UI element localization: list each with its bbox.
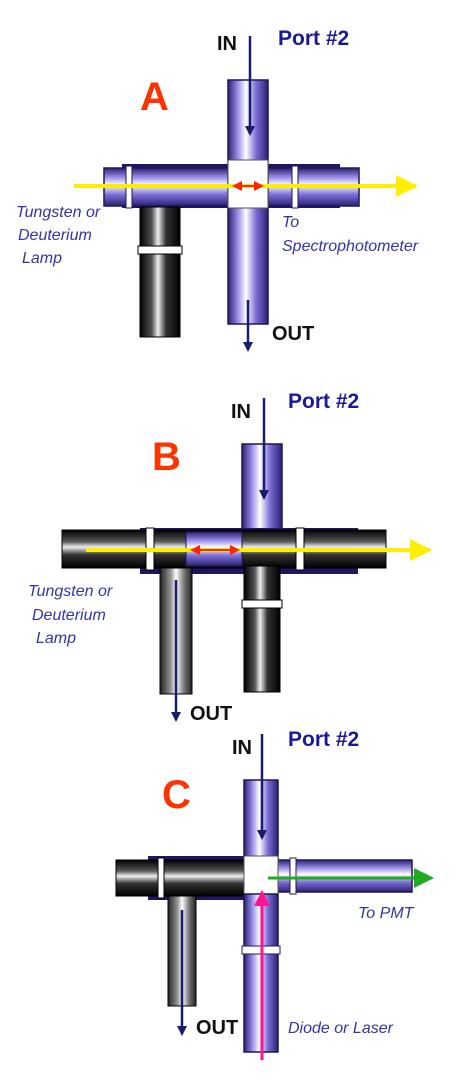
panel-a-source-line3: Lamp bbox=[22, 250, 62, 267]
panel-c-tube-ring bbox=[157, 857, 165, 899]
panel-b-letter: B bbox=[152, 435, 181, 479]
panel-a-letter: A bbox=[140, 75, 169, 119]
panel-b-port-label: Port #2 bbox=[288, 390, 359, 413]
panel-b-black-leg bbox=[243, 565, 281, 693]
panel-a-lamp-leg bbox=[139, 206, 181, 338]
panel-a: A Port #2 IN OUT Tungsten or Deuterium L… bbox=[16, 27, 419, 352]
panel-c-tube-ring bbox=[289, 857, 297, 895]
panel-b-in-label: IN bbox=[231, 401, 251, 423]
panel-c-port-label: Port #2 bbox=[288, 728, 359, 751]
panel-c-out-label: OUT bbox=[196, 1017, 238, 1039]
panel-c: C Port #2 IN OUT To PMT Diode or Laser bbox=[115, 728, 434, 1060]
panel-a-source-line1: Tungsten or bbox=[16, 204, 101, 221]
panel-c-cell-window bbox=[243, 855, 279, 895]
panel-a-source-line2: Deuterium bbox=[18, 227, 92, 244]
panel-a-port-label: Port #2 bbox=[278, 27, 349, 50]
panel-b-source-line3: Lamp bbox=[36, 630, 76, 647]
panel-c-in-label: IN bbox=[232, 737, 252, 759]
panel-a-dest-line2: Spectrophotometer bbox=[282, 238, 419, 255]
panel-c-source-label: Diode or Laser bbox=[288, 1020, 394, 1037]
panel-b-out-label: OUT bbox=[190, 703, 232, 725]
panel-b-source-line2: Deuterium bbox=[32, 607, 106, 624]
panel-a-dest-line1: To bbox=[282, 214, 299, 231]
panel-a-lamp-leg-ring bbox=[137, 245, 183, 255]
panel-a-in-label: IN bbox=[217, 33, 237, 55]
panel-c-left-tube bbox=[115, 859, 249, 897]
panel-b-black-leg-ring bbox=[241, 599, 283, 609]
panel-b: B Port #2 IN OUT Tungsten or Deuterium L… bbox=[28, 390, 432, 725]
panel-c-dest-label: To PMT bbox=[358, 905, 415, 922]
panel-c-right-tube bbox=[275, 859, 413, 893]
panel-a-out-label: OUT bbox=[272, 323, 314, 345]
panel-b-source-line1: Tungsten or bbox=[28, 583, 113, 600]
panel-c-letter: C bbox=[162, 773, 191, 817]
